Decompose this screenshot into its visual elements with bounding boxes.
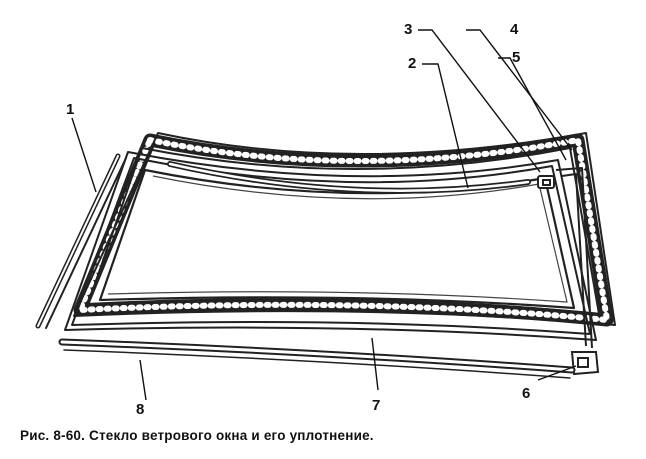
leader-5: [498, 57, 567, 161]
leader-8: [139, 359, 147, 401]
callout-2: 2: [408, 55, 416, 72]
left-side-molding: [35, 153, 127, 329]
upper-molding: [167, 161, 531, 194]
outer-seal: [73, 132, 616, 327]
callout-8: 8: [136, 401, 144, 418]
callout-labels: 1 2 3 4 5 6 7 8: [66, 21, 530, 418]
corner-clip-top: [537, 175, 555, 189]
leader-7: [371, 337, 379, 391]
callout-6: 6: [522, 385, 530, 402]
glass-pane: [98, 168, 576, 310]
callout-4: 4: [510, 21, 519, 38]
corner-clip-bottom: [570, 351, 600, 376]
leader-2: [422, 63, 469, 189]
leader-3: [418, 29, 541, 173]
right-lock-strip: [555, 167, 593, 349]
callout-1: 1: [66, 101, 74, 118]
lower-trim-strip: [58, 338, 576, 379]
leader-6: [537, 365, 577, 381]
leader-1: [71, 117, 97, 193]
callout-5: 5: [512, 49, 520, 66]
callout-7: 7: [372, 397, 380, 414]
leader-4: [466, 29, 573, 151]
callout-3: 3: [404, 21, 412, 38]
leader-lines: [71, 29, 577, 401]
glass-inner-edge: [107, 175, 568, 303]
figure-caption: Рис. 8-60. Стекло ветрового окна и его у…: [20, 428, 374, 443]
